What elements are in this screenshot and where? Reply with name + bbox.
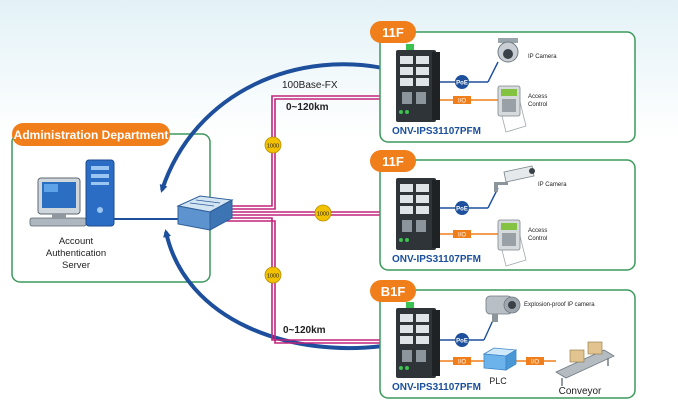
site-model-label: ONV-IPS31107PFM	[392, 126, 481, 137]
conveyor-icon	[555, 341, 615, 386]
svg-text:1000: 1000	[317, 212, 329, 218]
server-label-line1: Account	[59, 236, 94, 247]
io-badge: I/O	[526, 357, 544, 366]
io-badge: I/O	[453, 96, 471, 105]
industrial-switch-icon	[396, 302, 440, 378]
site-floor-label: B1F	[381, 284, 406, 299]
poe-badge: PoE	[455, 75, 469, 89]
io-badge: I/O	[453, 230, 471, 239]
site-floor-label: 11F	[382, 154, 404, 169]
site-model-label: ONV-IPS31107PFM	[392, 382, 481, 393]
svg-text:I/O: I/O	[458, 233, 466, 239]
admin-title-tag: Administration Department	[12, 123, 170, 146]
svg-text:PoE: PoE	[456, 207, 468, 213]
fiber-type-label: 100Base-FX	[282, 80, 338, 91]
site-model-label: ONV-IPS31107PFM	[392, 254, 481, 265]
svg-text:I/O: I/O	[458, 360, 466, 366]
access-control-icon	[497, 85, 527, 133]
speed-badge-middle: 1000	[314, 204, 332, 222]
device-label: Control	[528, 236, 547, 242]
poe-badge: PoE	[455, 201, 469, 215]
distance-top: 0~120km	[286, 102, 329, 113]
speed-badge-top: 1000	[264, 136, 282, 154]
server-icon	[85, 159, 115, 227]
server-label-line3: Server	[62, 260, 90, 271]
svg-text:1000: 1000	[267, 274, 279, 280]
device-label: PLC	[489, 376, 507, 386]
plc-icon	[482, 347, 518, 371]
device-label: Explosion-proof IP camera	[524, 302, 595, 308]
io-badge: I/O	[453, 357, 471, 366]
device-label: Conveyor	[559, 386, 602, 397]
distance-bottom: 0~120km	[283, 325, 326, 336]
industrial-switch-icon	[396, 44, 440, 122]
svg-text:1000: 1000	[267, 144, 279, 150]
svg-text:PoE: PoE	[456, 339, 468, 345]
pc-icon	[29, 177, 87, 227]
device-label: IP Camera	[538, 182, 567, 188]
svg-text:I/O: I/O	[531, 360, 539, 366]
server-label-line2: Authentication	[46, 248, 106, 259]
dome-camera-icon	[497, 38, 519, 63]
device-label: Access	[528, 94, 547, 100]
return-arrow-top	[159, 62, 393, 193]
device-label: Access	[528, 228, 547, 234]
speed-badge-bottom: 1000	[264, 266, 282, 284]
site-panel-3: B1F ONV-IPS31107PFM PoE I/O I/O	[370, 280, 636, 399]
core-switch-icon	[176, 195, 234, 231]
svg-text:PoE: PoE	[456, 81, 468, 87]
admin-panel: Administration Department Account Authen…	[11, 123, 211, 283]
site-floor-label: 11F	[382, 25, 404, 40]
device-label: IP Camera	[528, 54, 557, 60]
industrial-switch-icon	[396, 178, 440, 250]
poe-badge: PoE	[455, 333, 469, 347]
admin-title: Administration Department	[14, 128, 169, 142]
device-label: Control	[528, 102, 547, 108]
site-panel-2: 11F ONV-IPS31107PFM PoE I/O IP	[370, 150, 636, 271]
site-panel-1: 11F ONV-IPS31107PFM PoE I/O IP	[370, 21, 636, 143]
explosion-proof-camera-icon	[485, 295, 521, 322]
svg-text:I/O: I/O	[458, 99, 466, 105]
fiber-links	[226, 95, 392, 344]
access-control-icon	[497, 219, 527, 267]
return-arrow-bottom	[163, 229, 391, 350]
bullet-camera-icon	[494, 165, 535, 192]
